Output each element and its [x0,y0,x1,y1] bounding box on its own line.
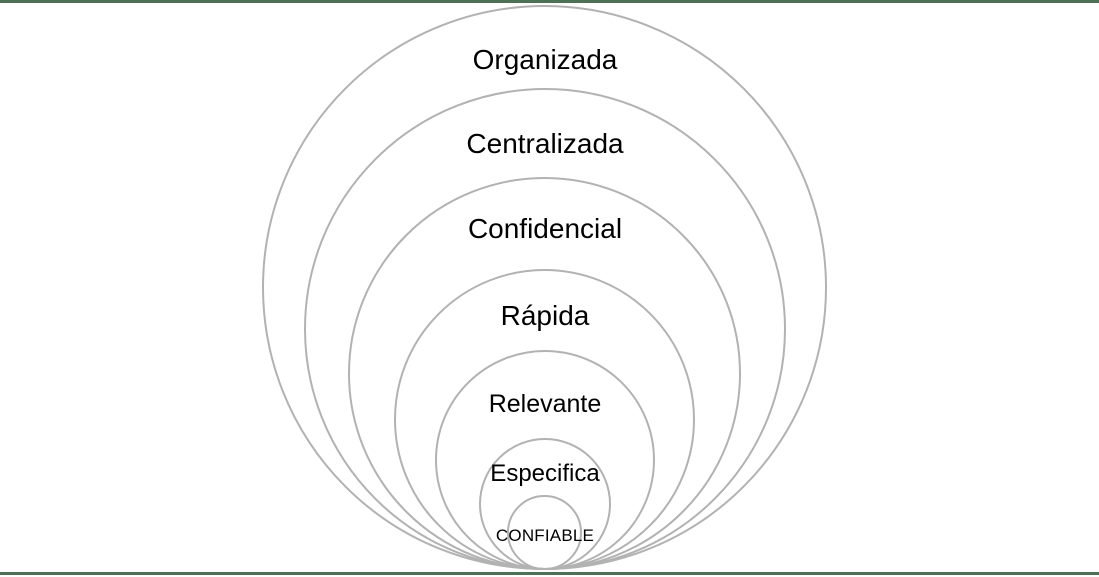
ring-confiable [507,495,582,570]
bottom-border-line [0,572,1099,575]
ring-label-rapida: Rápida [500,300,590,331]
ring-label-especifica: Especifica [490,460,600,487]
ring-label-organizada: Organizada [472,44,618,75]
top-border-line [0,0,1099,3]
ring-label-confiable: CONFIABLE [495,526,595,545]
ring-label-centralizada: Centralizada [466,128,624,159]
ring-label-confidencial: Confidencial [467,213,623,244]
ring-label-relevante: Relevante [488,390,602,418]
